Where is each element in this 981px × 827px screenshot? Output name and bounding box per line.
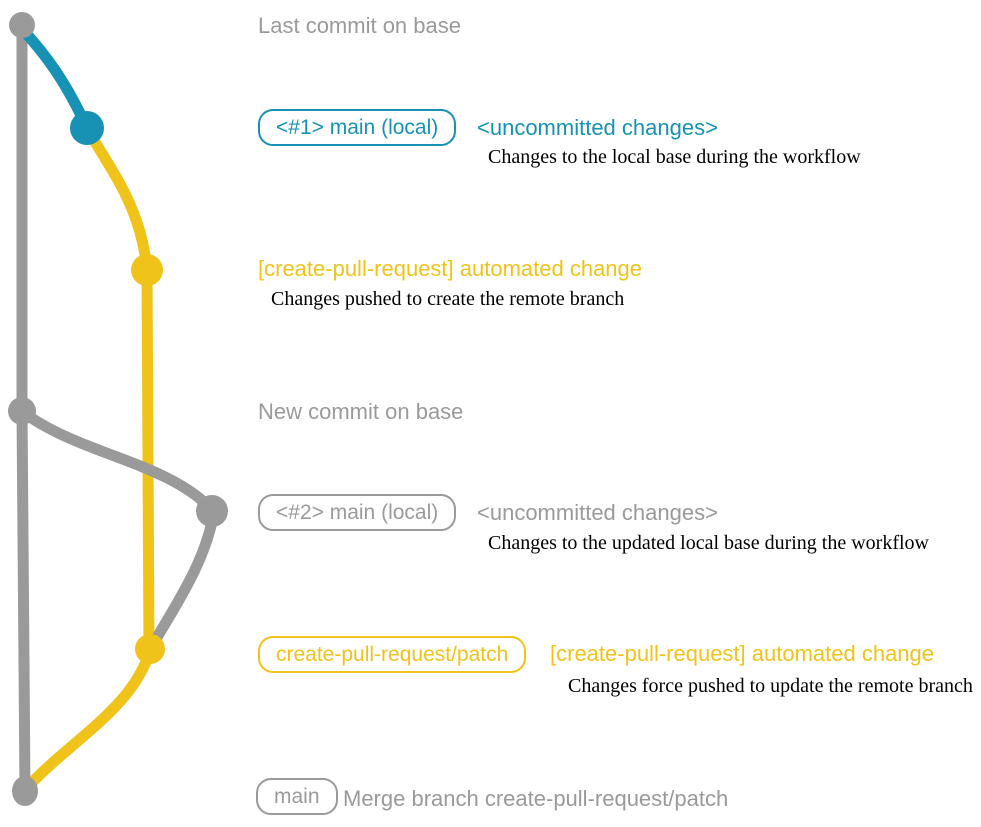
heading-uncommitted-changes-2: <uncommitted changes>: [477, 500, 718, 525]
commit-node-automated-1: [131, 254, 163, 286]
description-automated-change-2: Changes force pushed to update the remot…: [568, 675, 973, 697]
branch-badge-main-local-2: <#2> main (local): [258, 494, 457, 531]
description-automated-change-1: Changes pushed to create the remote bran…: [271, 288, 625, 310]
commit-node-merge: [12, 776, 38, 806]
heading-automated-change-2: [create-pull-request] automated change: [550, 641, 935, 666]
heading-uncommitted-changes-1: <uncommitted changes>: [477, 115, 718, 140]
commit-node-automated-2: [135, 634, 165, 664]
commit-node-last-base: [9, 12, 35, 38]
commit-node-new-base: [8, 397, 36, 425]
commit-node-main-local-1: [70, 111, 104, 145]
label-new-commit-on-base: New commit on base: [258, 399, 464, 424]
description-uncommitted-changes-1: Changes to the local base during the wor…: [488, 146, 861, 168]
patch-update-curve: [146, 511, 220, 651]
commit-node-main-local-2: [196, 495, 228, 527]
label-last-commit-on-base: Last commit on base: [258, 13, 461, 38]
heading-automated-change-1: [create-pull-request] automated change: [258, 256, 643, 281]
local-main-curve-1: [18, 26, 93, 131]
branch-badge-create-pull-request-patch: create-pull-request/patch: [258, 636, 527, 673]
label-merge-branch: Merge branch create-pull-request/patch: [343, 786, 729, 811]
merge-curve: [21, 648, 156, 793]
patch-branch-create-curve: [82, 125, 153, 271]
local-main-curve-2: [19, 407, 219, 516]
branch-badge-main: main: [256, 778, 338, 815]
description-uncommitted-changes-2: Changes to the updated local base during…: [488, 532, 929, 554]
patch-branch-line: [141, 269, 155, 650]
branch-badge-main-local-1: <#1> main (local): [258, 109, 457, 146]
